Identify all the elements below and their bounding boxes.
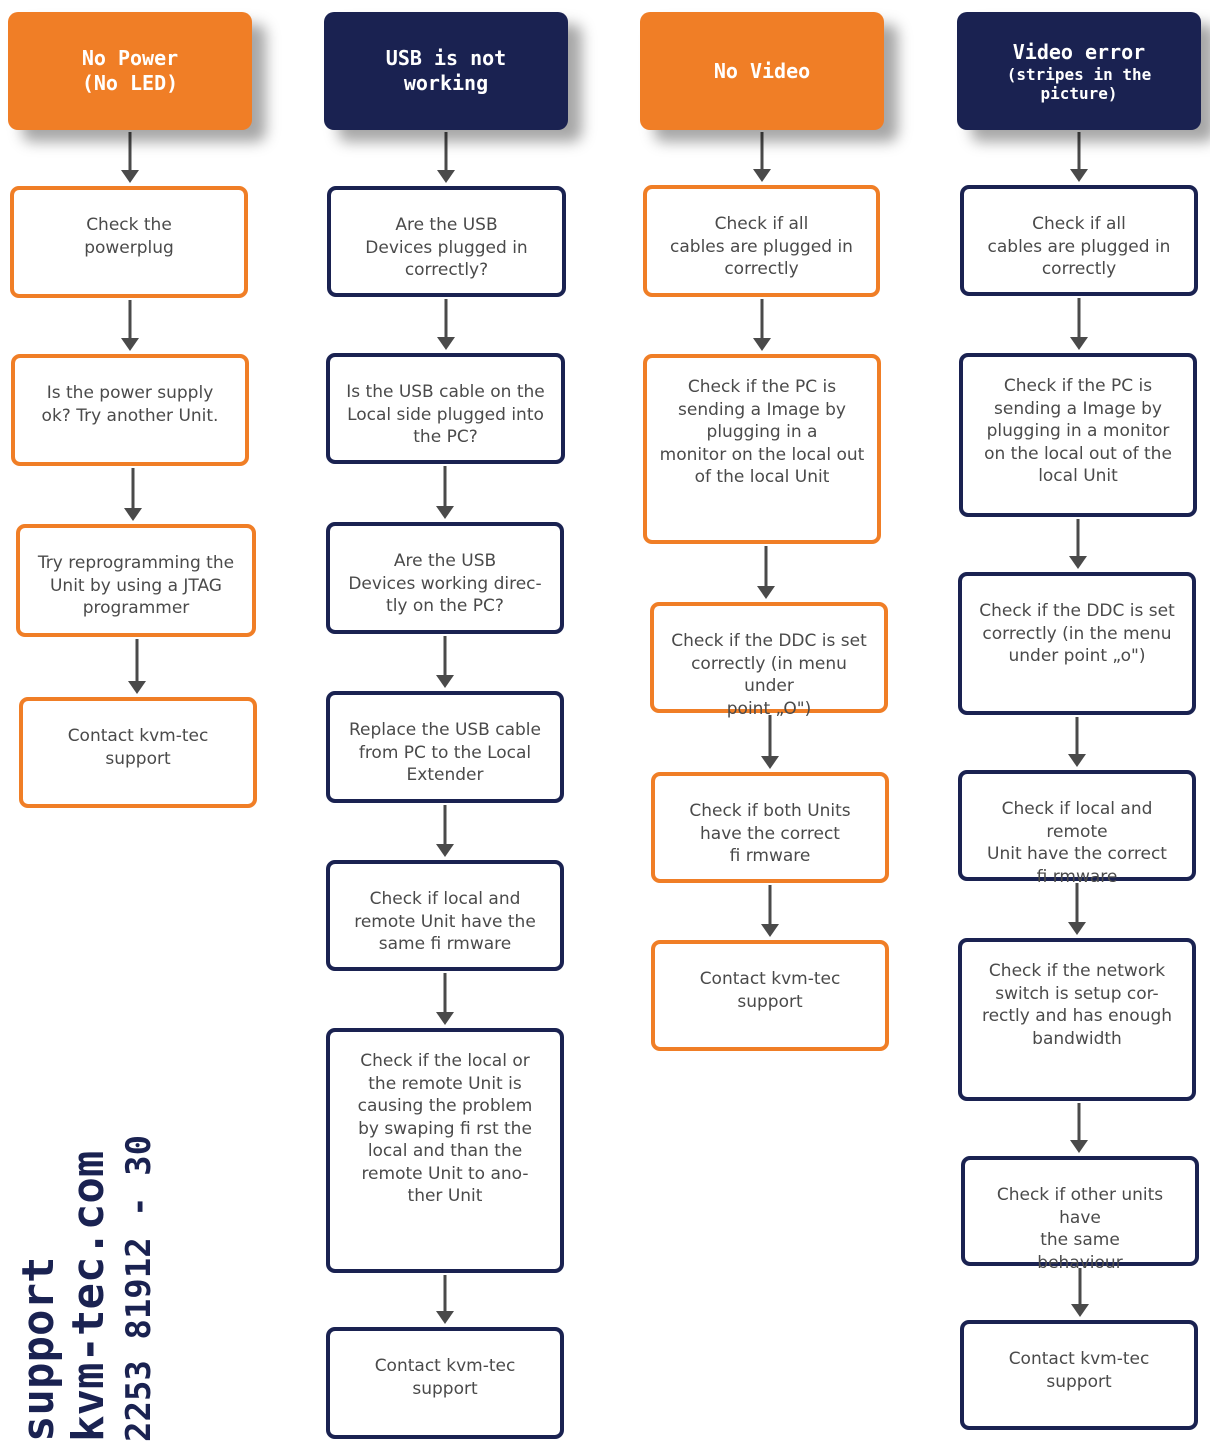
arrow-video-error-3 <box>1069 519 1087 569</box>
header-video-error: Video error(stripes in the picture) <box>957 12 1201 130</box>
arrow-usb-6 <box>436 973 454 1025</box>
step-no-power-2: Is the power supply ok? Try another Unit… <box>11 354 249 466</box>
support-label: support <box>13 1256 64 1442</box>
arrow-usb-4 <box>436 636 454 688</box>
step-video-error-5: Check if the network switch is setup cor… <box>958 938 1196 1101</box>
step-video-error-7: Contact kvm-tec support <box>960 1320 1198 1430</box>
header-no-video: No Video <box>640 12 884 130</box>
step-no-video-3: Check if the DDC is set correctly (in me… <box>650 602 888 719</box>
step-video-error-1: Check if all cables are plugged in corre… <box>960 185 1198 296</box>
header-subtitle: (stripes in the picture) <box>1006 64 1152 103</box>
header-title: No Power (No LED) <box>81 46 179 95</box>
arrow-video-error-2 <box>1070 298 1088 350</box>
step-usb-7: Contact kvm-tec support <box>326 1327 564 1439</box>
header-no-power: No Power (No LED) <box>8 12 252 130</box>
header-title: USB is not working <box>385 46 507 95</box>
arrow-usb-5 <box>436 805 454 857</box>
arrow-no-power-1 <box>121 132 139 183</box>
support-contact: support kvm-tec.com 2253 81912 - 30 <box>13 1134 164 1442</box>
support-phone: 2253 81912 - 30 <box>119 1134 159 1442</box>
step-usb-6: Check if the local or the remote Unit is… <box>326 1028 564 1273</box>
arrow-no-power-4 <box>128 639 146 694</box>
header-title: Video error <box>1012 39 1146 64</box>
step-no-video-2: Check if the PC is sending a Image by pl… <box>643 354 881 544</box>
arrow-no-power-3 <box>124 468 142 521</box>
step-no-power-4: Contact kvm-tec support <box>19 697 257 808</box>
arrow-no-power-2 <box>121 300 139 351</box>
step-no-video-1: Check if all cables are plugged in corre… <box>643 185 880 297</box>
step-usb-5: Check if local and remote Unit have the … <box>326 860 564 971</box>
step-no-video-4: Check if both Units have the correct fi … <box>651 772 889 883</box>
step-video-error-6: Check if other units have the same behav… <box>961 1156 1199 1273</box>
step-video-error-3: Check if the DDC is set correctly (in th… <box>958 572 1196 715</box>
arrow-no-video-3 <box>757 546 775 599</box>
arrow-usb-3 <box>436 466 454 519</box>
arrow-usb-2 <box>437 299 455 350</box>
arrow-video-error-6 <box>1070 1103 1088 1153</box>
arrow-video-error-5 <box>1068 883 1086 935</box>
header-usb: USB is not working <box>324 12 568 130</box>
arrow-no-video-4 <box>761 715 779 769</box>
step-no-video-5: Contact kvm-tec support <box>651 940 889 1051</box>
header-title: No Video <box>713 58 811 83</box>
step-usb-1: Are the USB Devices plugged in correctly… <box>327 186 566 297</box>
step-usb-3: Are the USB Devices working direc- tly o… <box>326 522 564 634</box>
support-website: kvm-tec.com <box>63 1150 114 1442</box>
step-video-error-4: Check if local and remote Unit have the … <box>958 770 1196 887</box>
arrow-video-error-4 <box>1068 717 1086 767</box>
step-usb-2: Is the USB cable on the Local side plugg… <box>326 353 565 464</box>
step-no-power-3: Try reprogramming the Unit by using a JT… <box>16 524 256 637</box>
arrow-video-error-1 <box>1070 132 1088 182</box>
arrow-no-video-1 <box>753 132 771 182</box>
arrow-video-error-7 <box>1071 1268 1089 1317</box>
arrow-usb-7 <box>436 1275 454 1324</box>
step-usb-4: Replace the USB cable from PC to the Loc… <box>326 691 564 803</box>
step-no-power-1: Check the powerplug <box>10 186 248 298</box>
arrow-usb-1 <box>437 132 455 183</box>
arrow-no-video-2 <box>753 299 771 351</box>
step-video-error-2: Check if the PC is sending a Image by pl… <box>959 353 1197 517</box>
arrow-no-video-5 <box>761 885 779 937</box>
